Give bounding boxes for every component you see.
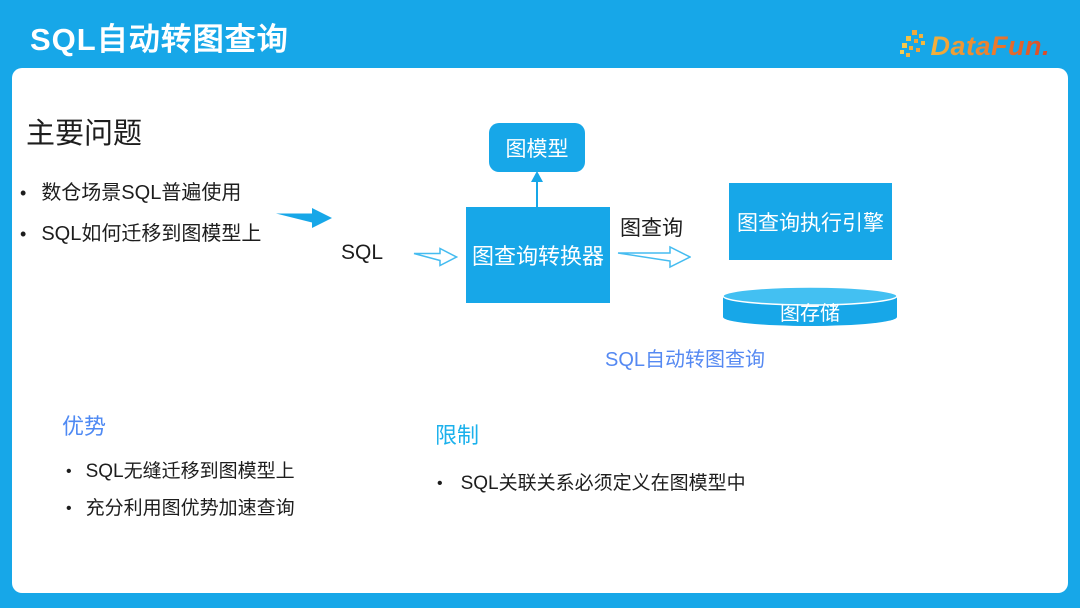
problem-bullet: SQL如何迁移到图模型上 xyxy=(20,221,261,247)
cylinder-icon xyxy=(722,286,898,326)
sql-input-label: SQL xyxy=(341,241,384,264)
problem-bullet-text: 数仓场景SQL普遍使用 xyxy=(41,182,242,204)
advantage-bullet: 充分利用图优势加速查询 xyxy=(66,497,295,521)
limitations-heading: 限制 xyxy=(435,423,480,448)
advantage-bullet-text: 充分利用图优势加速查询 xyxy=(85,498,295,519)
limitation-bullet-list: SQL关联关系必须定义在图模型中 xyxy=(437,472,746,496)
diagram-caption: SQL自动转图查询 xyxy=(604,349,766,371)
advantage-bullet: SQL无缝迁移到图模型上 xyxy=(66,460,295,484)
graph-model-box: 图模型 xyxy=(489,123,585,172)
up-arrow-icon xyxy=(531,171,543,208)
graph-query-engine-box: 图查询执行引擎 xyxy=(729,183,892,260)
problem-bullet-list: 数仓场景SQL普遍使用 SQL如何迁移到图模型上 xyxy=(20,180,261,262)
problem-bullet: 数仓场景SQL普遍使用 xyxy=(20,180,261,206)
advantage-bullet-text: SQL无缝迁移到图模型上 xyxy=(85,461,295,482)
logo-text: DataFun. xyxy=(930,30,1050,61)
logo-dots-icon xyxy=(898,26,928,62)
advantages-heading: 优势 xyxy=(62,414,107,439)
flow-arrow-icon xyxy=(276,208,332,228)
slide-title: SQL自动转图查询 xyxy=(30,22,289,57)
graph-query-converter-box: 图查询转换器 xyxy=(466,207,610,303)
main-heading: 主要问题 xyxy=(26,118,143,150)
limitation-bullet: SQL关联关系必须定义在图模型中 xyxy=(437,472,746,496)
datafun-logo: DataFun. xyxy=(898,22,1050,62)
advantage-bullet-list: SQL无缝迁移到图模型上 充分利用图优势加速查询 xyxy=(66,460,295,534)
hollow-arrow-icon xyxy=(617,245,691,269)
hollow-arrow-icon xyxy=(413,247,458,267)
graph-query-label: 图查询 xyxy=(620,217,683,240)
graph-storage-label: 图存储 xyxy=(780,303,840,325)
problem-bullet-text: SQL如何迁移到图模型上 xyxy=(41,223,262,245)
limitation-bullet-text: SQL关联关系必须定义在图模型中 xyxy=(460,473,746,494)
